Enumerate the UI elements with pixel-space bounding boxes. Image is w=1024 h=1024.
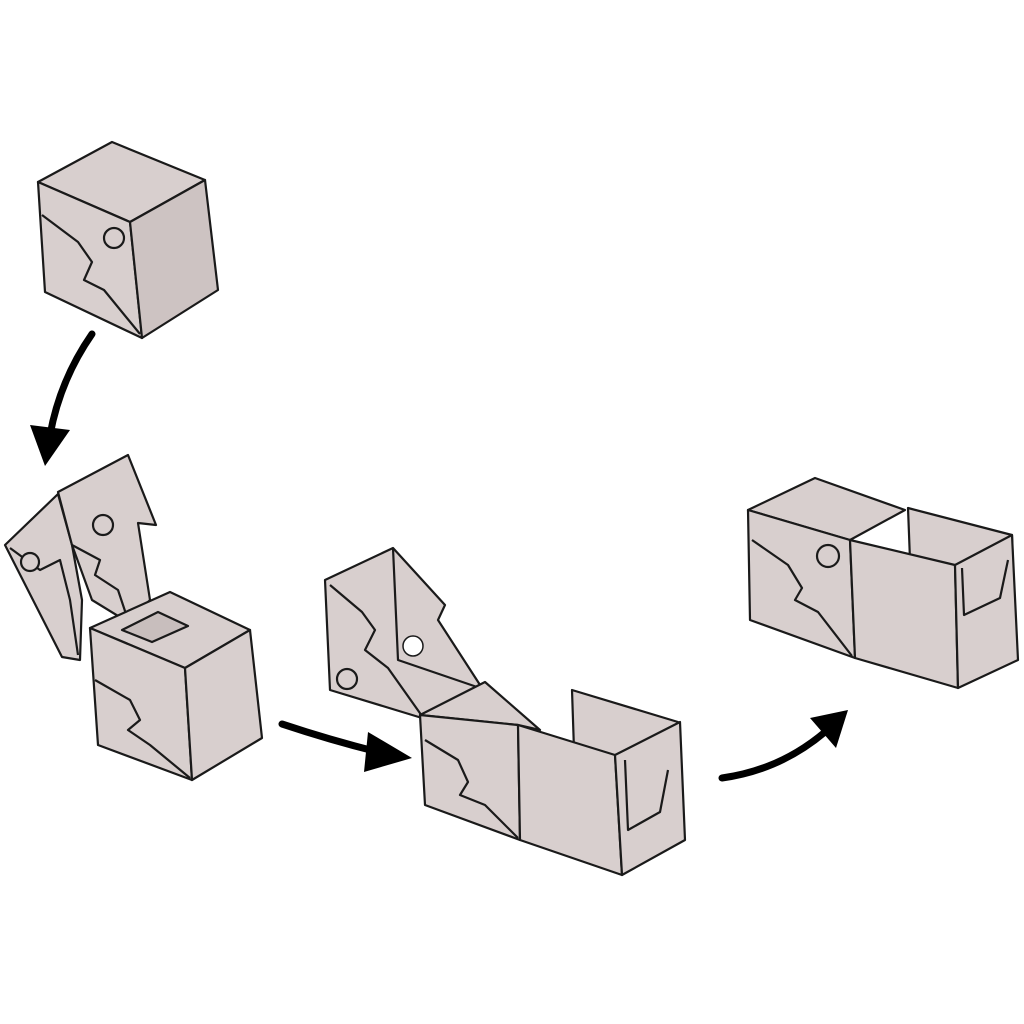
hole-icon bbox=[815, 543, 841, 569]
crack-line bbox=[41, 214, 141, 335]
assembled-pair bbox=[746, 476, 1020, 690]
arrow-up-right-icon bbox=[718, 710, 848, 782]
opened-cube bbox=[3, 453, 264, 782]
hole-icon bbox=[91, 513, 115, 537]
hole-icon bbox=[19, 551, 41, 573]
arrow-down-icon bbox=[30, 330, 96, 466]
unfolding-cube bbox=[323, 546, 687, 877]
hole-icon bbox=[402, 635, 424, 657]
arrow-right-icon bbox=[278, 720, 412, 772]
closed-cube bbox=[36, 140, 220, 340]
hole-icon bbox=[102, 226, 126, 250]
hole-icon bbox=[335, 667, 359, 691]
